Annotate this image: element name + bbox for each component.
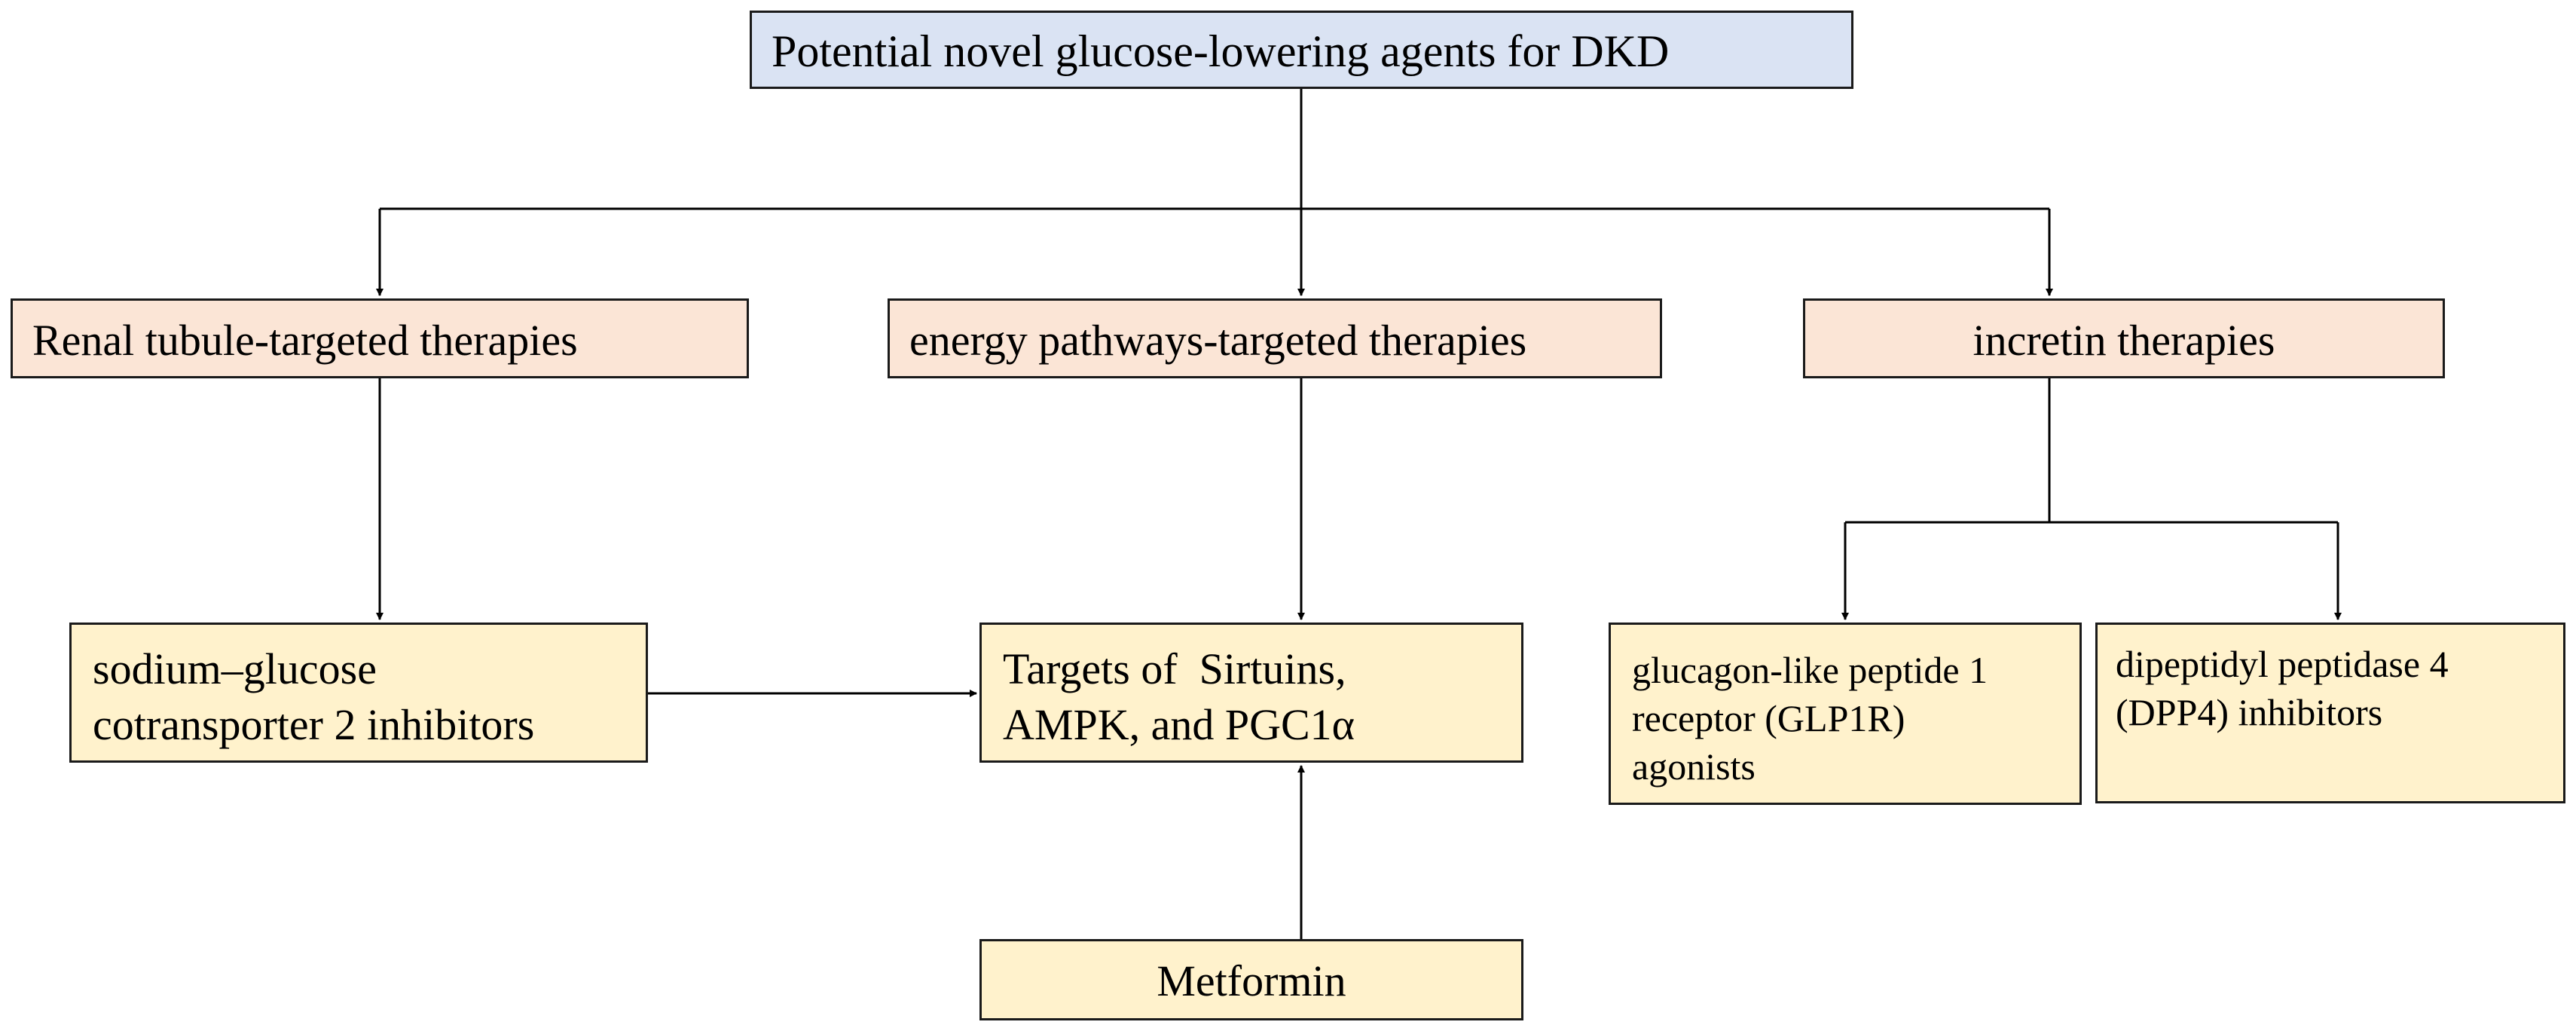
node-targets-line-1: Targets of Sirtuins, (1003, 644, 1346, 693)
node-glp1r-line-1: glucagon-like peptide 1 (1632, 649, 1988, 691)
node-metformin: Metformin (979, 939, 1523, 1020)
node-dpp4-line-1: dipeptidyl peptidase 4 (2116, 643, 2449, 685)
category-incretin: incretin therapies (1803, 298, 2445, 378)
node-glp1r-line-2: receptor (GLP1R) (1632, 697, 1905, 739)
node-metformin-label: Metformin (1157, 956, 1346, 1005)
node-glp1r-line-3: agonists (1632, 745, 1756, 788)
category-renal-tubule: Renal tubule-targeted therapies (11, 298, 749, 378)
node-targets-line-2: AMPK, and PGC1α (1003, 700, 1355, 750)
node-sglt2-line-2: cotransporter 2 inhibitors (93, 700, 535, 750)
node-glp1r-agonists: glucagon-like peptide 1 receptor (GLP1R)… (1609, 623, 2082, 805)
node-sglt2-inhibitors: sodium–glucose cotransporter 2 inhibitor… (69, 623, 648, 763)
root-node: Potential novel glucose-lowering agents … (750, 11, 1853, 89)
node-targets-sirtuins-ampk-pgc1a: Targets of Sirtuins, AMPK, and PGC1α (979, 623, 1523, 763)
category-energy-pathways-label: energy pathways-targeted therapies (909, 315, 1527, 365)
category-incretin-label: incretin therapies (1972, 315, 2275, 365)
node-sglt2-line-1: sodium–glucose (93, 644, 377, 693)
category-renal-tubule-label: Renal tubule-targeted therapies (32, 315, 578, 365)
node-dpp4-inhibitors: dipeptidyl peptidase 4 (DPP4) inhibitors (2095, 623, 2565, 803)
root-node-label: Potential novel glucose-lowering agents … (772, 26, 1670, 76)
category-energy-pathways: energy pathways-targeted therapies (888, 298, 1662, 378)
node-dpp4-line-2: (DPP4) inhibitors (2116, 691, 2383, 733)
